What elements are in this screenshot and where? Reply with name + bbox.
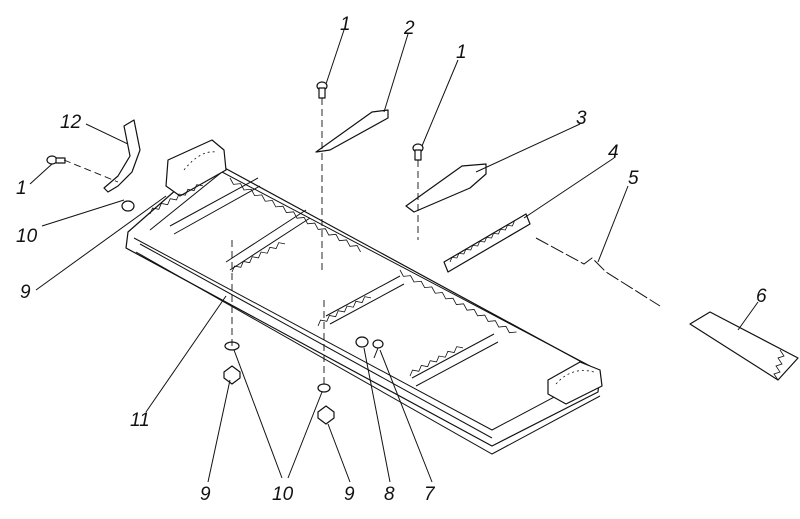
callout-4: 4	[608, 142, 619, 163]
knife-strip-4	[443, 213, 531, 273]
callout-12: 12	[60, 112, 82, 133]
cross-member-2	[225, 209, 307, 263]
washer-10-top	[121, 200, 135, 212]
nut-9-left	[223, 365, 241, 385]
callout-2: 2	[403, 18, 415, 39]
cross-member-1	[169, 177, 259, 227]
leader-lines	[29, 29, 759, 483]
callout-9-bottom-right: 9	[344, 484, 355, 505]
cross-member-3	[325, 275, 401, 317]
cross-member-1b	[173, 185, 261, 235]
callout-5: 5	[628, 168, 639, 189]
callout-1-top: 1	[340, 14, 351, 35]
knife-row-1	[149, 184, 204, 215]
lever-12	[103, 119, 141, 193]
callout-8: 8	[384, 484, 395, 505]
callout-9-left: 9	[20, 282, 31, 303]
frame-bottom-edge	[139, 243, 493, 439]
callout-1-right: 1	[456, 42, 467, 63]
washer-10-right	[317, 383, 331, 393]
bracket-3	[405, 163, 487, 213]
right-plate-holes	[555, 370, 595, 385]
bolt-1-right	[412, 143, 424, 161]
bolt-1-left	[46, 155, 66, 165]
frame-outline	[125, 159, 601, 447]
callout-10-left: 10	[16, 226, 38, 247]
rod-5	[535, 237, 661, 307]
callout-9-bottom-left: 9	[200, 484, 211, 505]
nut-9-right	[317, 405, 335, 425]
knife-strip-4-teeth	[449, 221, 515, 263]
washer-8	[355, 336, 369, 348]
blade-6	[689, 311, 799, 381]
blade-6-teeth	[773, 349, 785, 381]
callout-11: 11	[130, 410, 150, 431]
bolt-1-top	[316, 81, 328, 99]
bracket-2	[315, 109, 389, 153]
frame-assembly	[125, 139, 603, 455]
rail-serration-top-2	[399, 269, 517, 334]
cross-member-3b	[329, 283, 405, 325]
cross-member-4	[411, 333, 495, 379]
cross-member-4b	[415, 341, 499, 387]
callout-10-bottom: 10	[272, 484, 294, 505]
left-plate-holes	[183, 151, 217, 171]
assembly-line-5	[63, 159, 119, 183]
knife-row-2	[231, 242, 286, 273]
right-end-plate	[547, 361, 603, 405]
knife-row-4	[409, 346, 464, 377]
bolt-7-shank	[373, 347, 379, 359]
callout-3: 3	[576, 108, 587, 129]
callout-7: 7	[424, 484, 436, 505]
left-end-plate	[165, 139, 227, 197]
frame-underside	[135, 251, 601, 455]
callout-1-left: 1	[16, 178, 27, 199]
callout-6: 6	[756, 286, 767, 307]
knife-row-3	[317, 296, 372, 327]
rail-serration-top	[229, 177, 361, 253]
bolt-7-head	[372, 339, 384, 349]
